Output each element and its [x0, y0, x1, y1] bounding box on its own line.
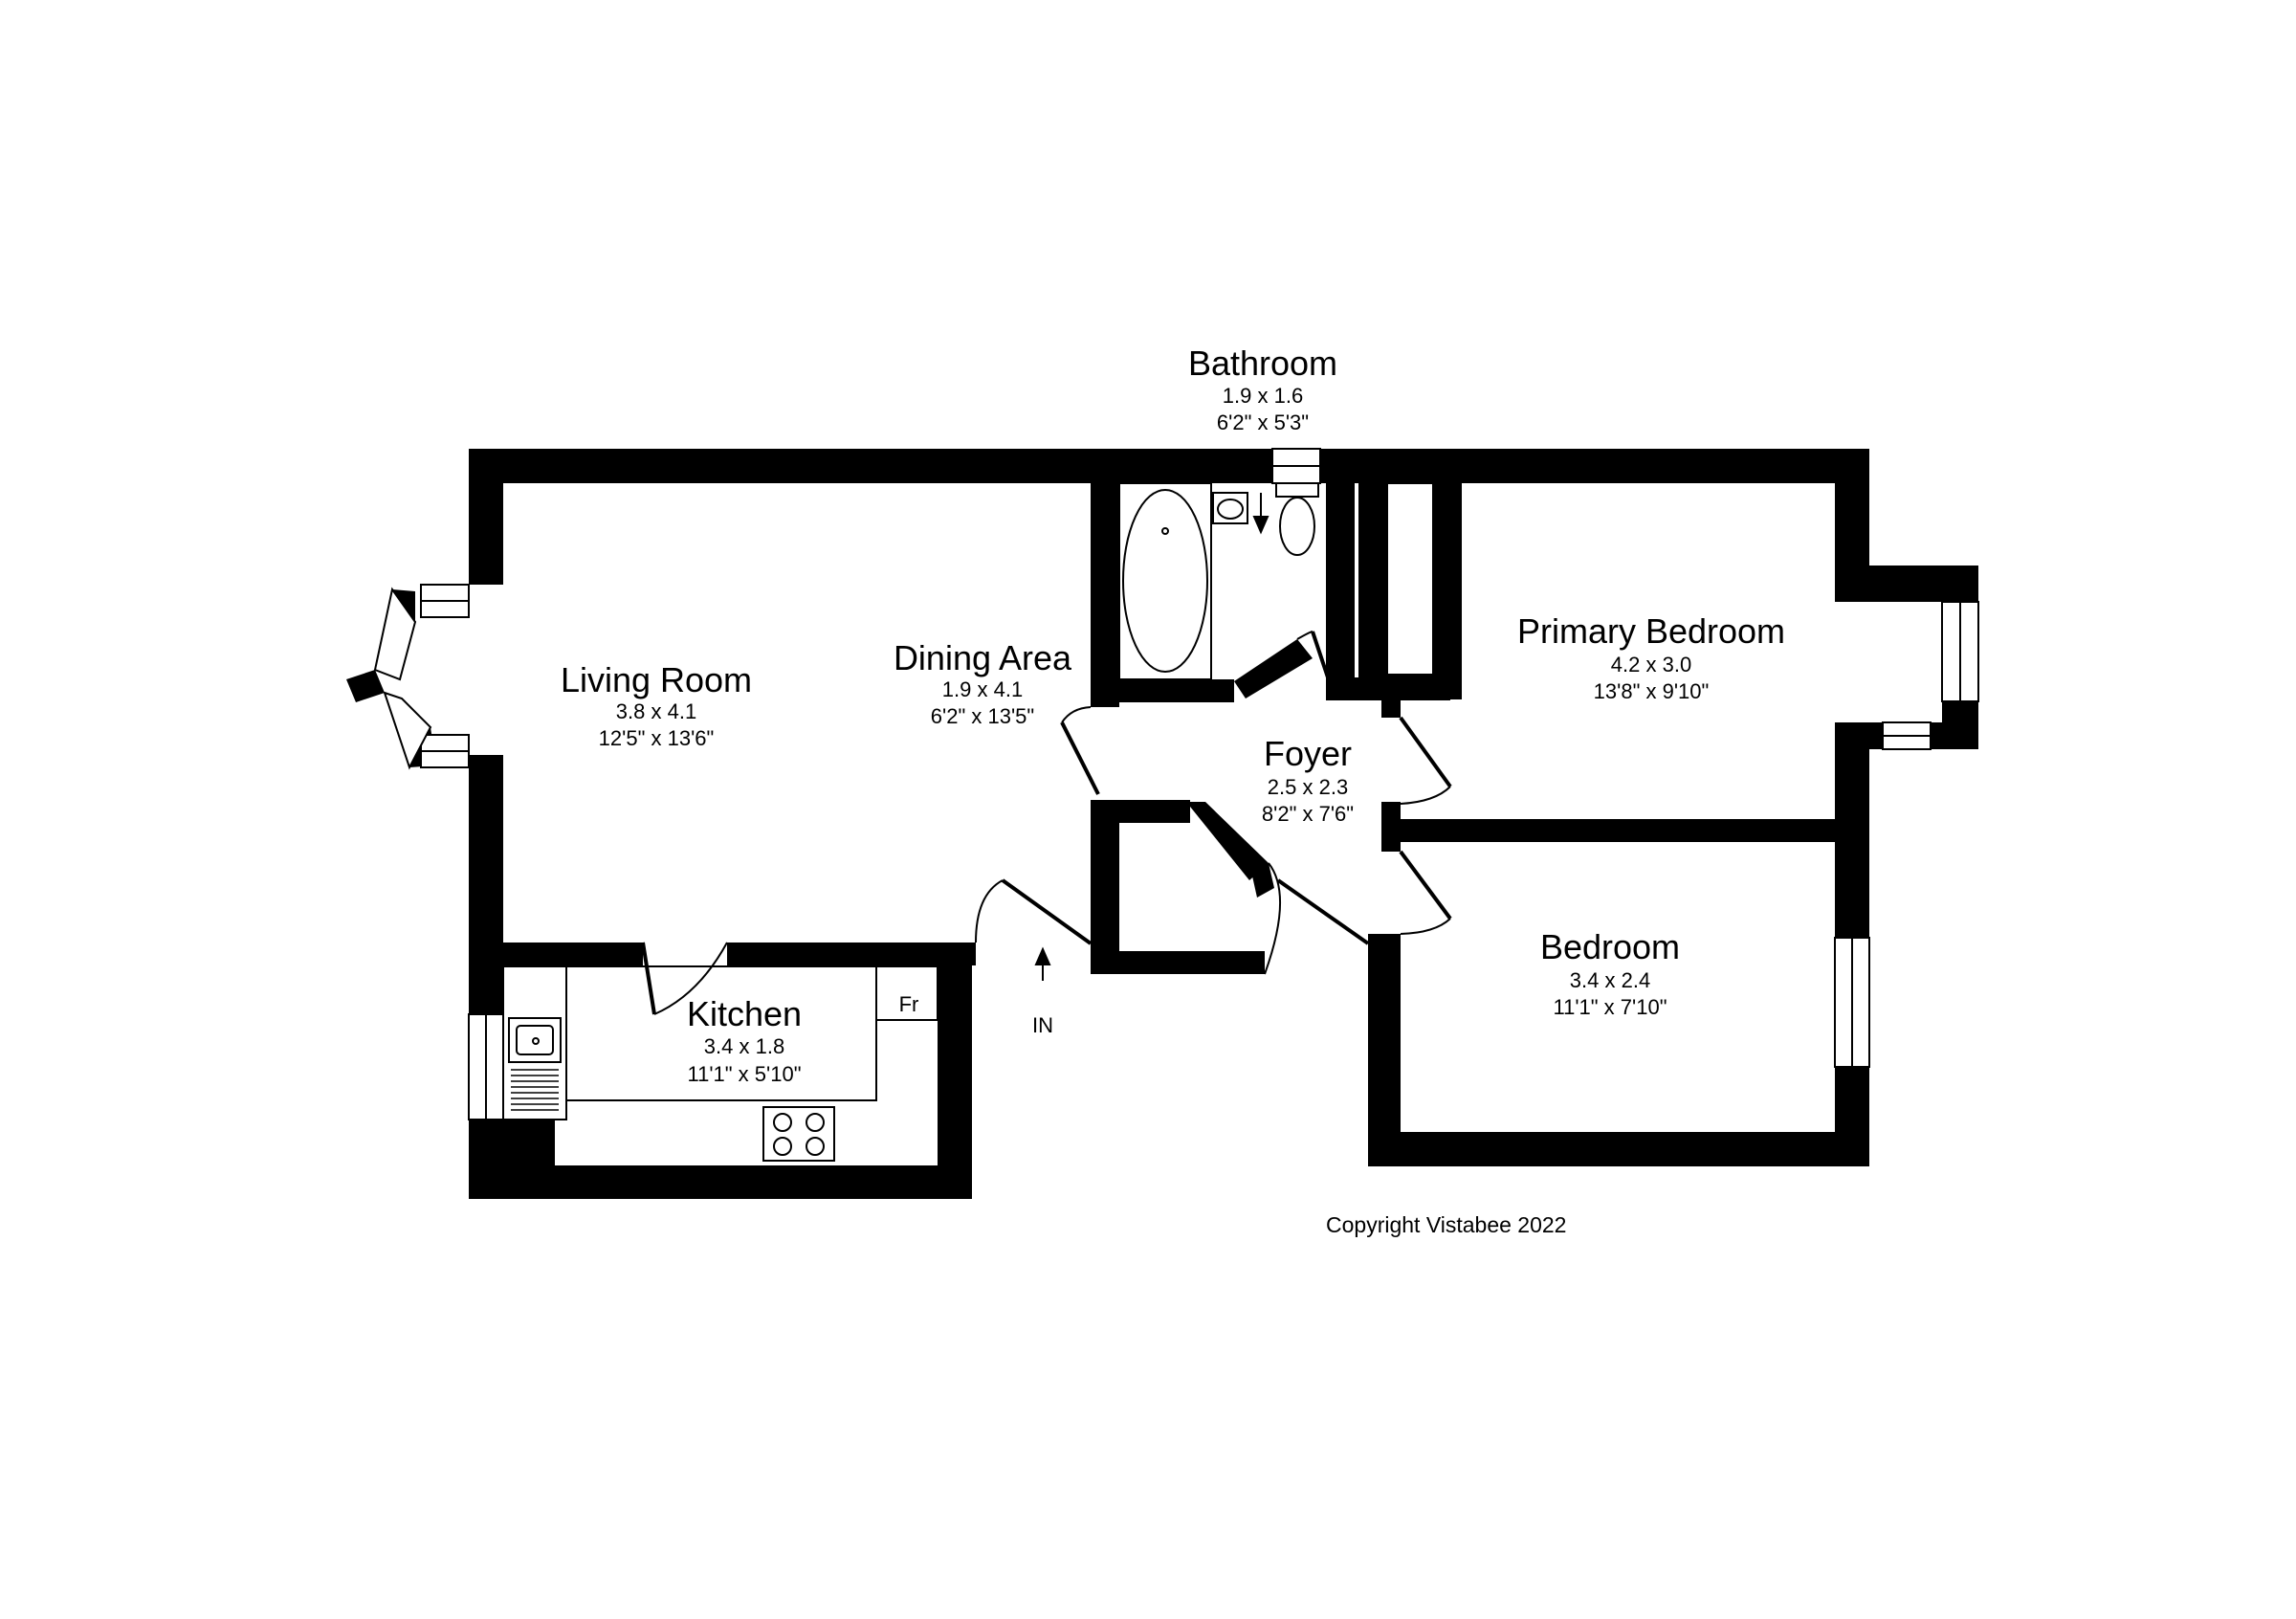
- arrows: [1034, 493, 1269, 981]
- bathroom-metric: 1.9 x 1.6: [1223, 384, 1303, 408]
- bathroom-imperial: 6'2" x 5'3": [1217, 410, 1309, 434]
- living-room-name: Living Room: [561, 660, 752, 699]
- room-labels: Living Room 3.8 x 4.1 12'5" x 13'6" Dini…: [561, 344, 1785, 1086]
- fixtures: [502, 482, 1454, 1162]
- bedroom-name: Bedroom: [1540, 927, 1680, 966]
- kitchen-name: Kitchen: [687, 994, 802, 1033]
- primary-bedroom-imperial: 13'8" x 9'10": [1594, 679, 1710, 703]
- living-room-metric: 3.8 x 4.1: [616, 699, 696, 723]
- primary-bedroom-name: Primary Bedroom: [1517, 611, 1785, 651]
- copyright-text: Copyright Vistabee 2022: [1326, 1212, 1566, 1237]
- fridge-label: Fr: [899, 992, 919, 1016]
- doors: [641, 631, 1452, 1015]
- foyer-name: Foyer: [1264, 734, 1352, 773]
- wardrobe-icon: [1386, 482, 1434, 676]
- primary-bedroom-metric: 4.2 x 3.0: [1611, 653, 1691, 676]
- hob-icon: [762, 1106, 835, 1162]
- bathroom-name: Bathroom: [1188, 344, 1337, 383]
- bedroom-metric: 3.4 x 2.4: [1570, 968, 1650, 992]
- windows: [373, 448, 1979, 1120]
- bedroom-imperial: 11'1" x 7'10": [1553, 995, 1667, 1019]
- kitchen-imperial: 11'1" x 5'10": [687, 1062, 801, 1086]
- dining-area-metric: 1.9 x 4.1: [942, 677, 1023, 701]
- entrance-label: IN: [1032, 1013, 1053, 1037]
- kitchen-metric: 3.4 x 1.8: [704, 1034, 784, 1058]
- dining-area-imperial: 6'2" x 13'5": [931, 704, 1034, 728]
- foyer-metric: 2.5 x 2.3: [1268, 775, 1348, 799]
- living-room-imperial: 12'5" x 13'6": [599, 726, 715, 750]
- foyer-imperial: 8'2" x 7'6": [1262, 802, 1354, 826]
- toilet-icon: [1275, 482, 1319, 498]
- dining-area-name: Dining Area: [894, 638, 1072, 677]
